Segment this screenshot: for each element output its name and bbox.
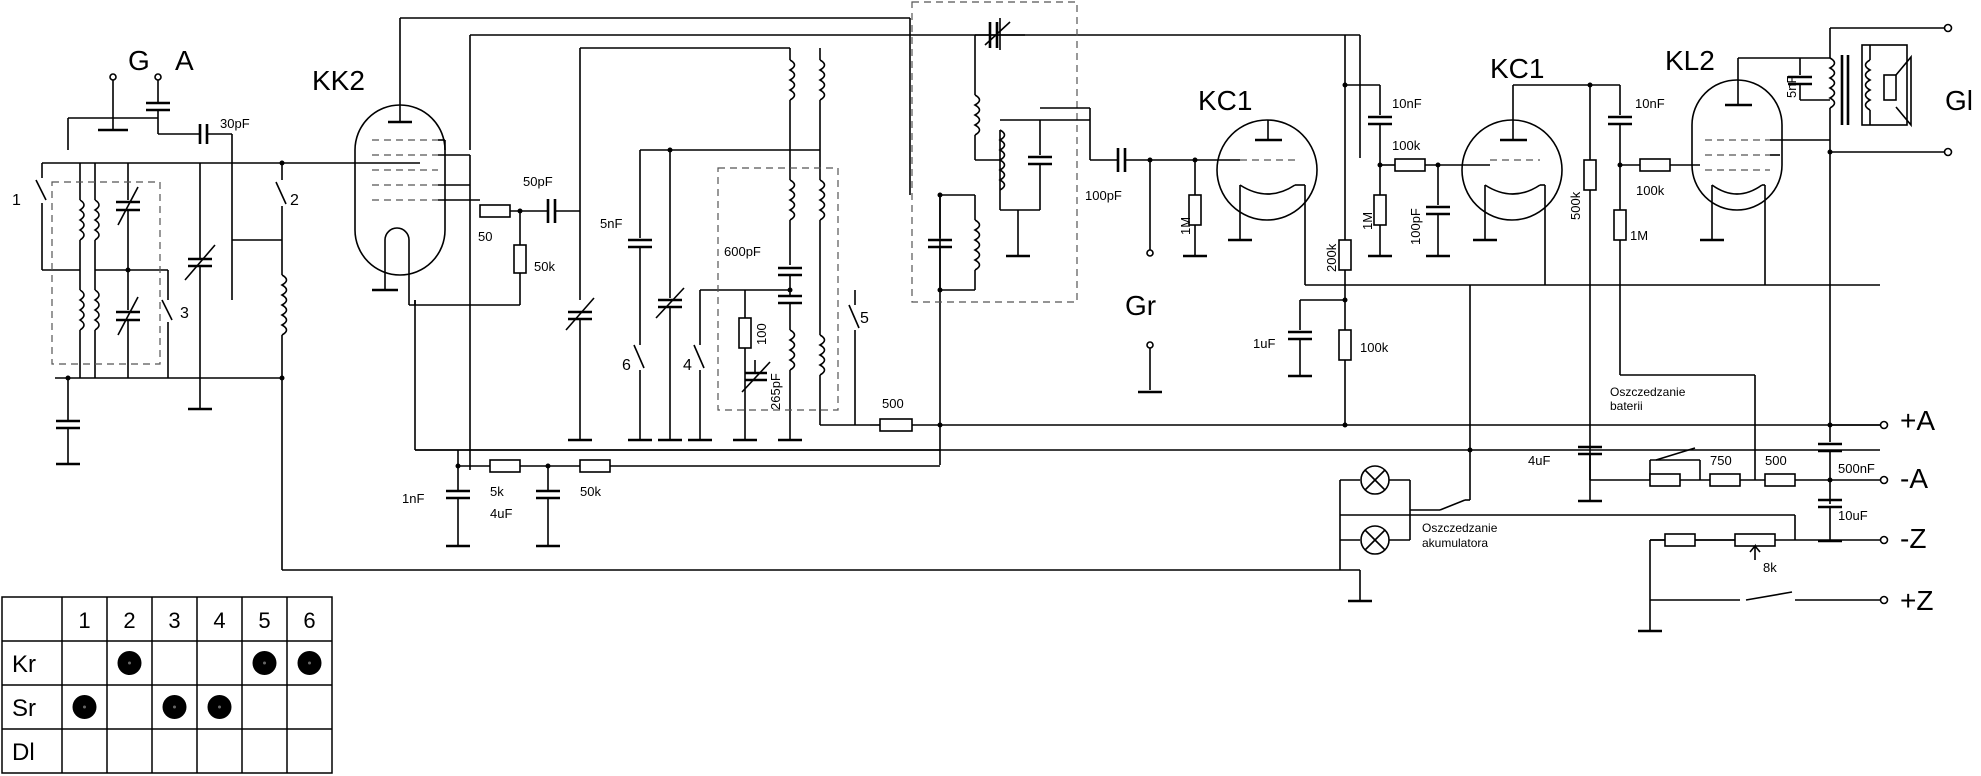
label-sw6: 6 — [622, 357, 631, 374]
table-column-header: 4 — [213, 608, 225, 633]
label-plus-a: +A — [1900, 405, 1935, 436]
label-kl2: KL2 — [1665, 45, 1715, 76]
label-8k: 8k — [1763, 560, 1777, 575]
label-4uf-bias: 4uF — [490, 506, 512, 521]
label-sw2: 2 — [290, 192, 299, 209]
label-100pf-coupling: 100pF — [1085, 188, 1122, 203]
note-accumulator-line1: Oszczedzanie — [1422, 521, 1498, 535]
label-10nf-b: 10nF — [1635, 96, 1665, 111]
label-gl: Gl — [1945, 85, 1973, 116]
label-gr: Gr — [1125, 290, 1156, 321]
note-battery-line1: Oszczedzanie — [1610, 385, 1686, 399]
label-sw4: 4 — [683, 357, 692, 374]
label-265pf: 265pF — [768, 373, 783, 410]
note-accumulator-line2: akumulatora — [1422, 536, 1488, 550]
label-100k-a: 100k — [1392, 138, 1421, 153]
label-1uf: 1uF — [1253, 336, 1275, 351]
label-r100: 100 — [754, 323, 769, 345]
kc1-detector — [1090, 35, 1880, 428]
label-sw3: 3 — [180, 305, 189, 322]
label-5nf: 5nF — [600, 216, 622, 231]
switch-marker-center — [218, 705, 221, 709]
label-5k: 5k — [490, 484, 504, 499]
label-a: A — [175, 45, 194, 76]
label-10uf: 10uF — [1838, 508, 1868, 523]
label-50: 50 — [478, 229, 492, 244]
note-battery-line2: baterii — [1610, 399, 1643, 413]
label-4uf-psu: 4uF — [1528, 453, 1550, 468]
table-row-label: Sr — [12, 695, 36, 722]
label-g: G — [128, 45, 150, 76]
label-1m-c: 1M — [1630, 228, 1648, 243]
label-5nf-b: 5nF — [1784, 76, 1799, 98]
kc1-coupling — [1368, 158, 1490, 258]
table-column-header: 2 — [123, 608, 135, 633]
switch-marker-center — [128, 661, 131, 665]
component-labels: G A KK2 KC1 KC1 KL2 Gl Gr +A -A -Z +Z 1 … — [12, 45, 1973, 616]
label-500-psu: 500 — [1765, 453, 1787, 468]
table-row-label: Dl — [12, 739, 35, 766]
label-100pf-b: 100pF — [1408, 208, 1423, 245]
label-500-osc: 500 — [882, 396, 904, 411]
label-minus-z: -Z — [1900, 523, 1926, 554]
label-200k: 200k — [1324, 243, 1339, 272]
label-750: 750 — [1710, 453, 1732, 468]
table-column-header: 3 — [168, 608, 180, 633]
label-sw5: 5 — [860, 310, 869, 327]
label-30pf: 30pF — [220, 116, 250, 131]
label-10nf-a: 10nF — [1392, 96, 1422, 111]
switch-marker-center — [83, 705, 86, 709]
label-1m-b: 1M — [1360, 212, 1375, 230]
label-50k-bias: 50k — [580, 484, 601, 499]
if-transformer — [911, 1, 1091, 303]
label-500k: 500k — [1568, 191, 1583, 220]
table-column-header: 6 — [303, 608, 315, 633]
label-1nf: 1nF — [402, 491, 424, 506]
label-kc1-amplifier: KC1 — [1490, 53, 1544, 84]
kk2-grid-network — [414, 47, 940, 451]
label-1m-a: 1M — [1178, 217, 1193, 235]
table-column-header: 1 — [78, 608, 90, 633]
label-kk2: KK2 — [312, 65, 365, 96]
bias-network — [446, 450, 940, 548]
label-minus-a: -A — [1900, 463, 1928, 494]
label-100k-c: 100k — [1360, 340, 1389, 355]
kl2-tube — [1691, 23, 1953, 425]
power-rails — [415, 285, 1889, 633]
kc1-amplifier — [1461, 82, 1756, 480]
label-50pf: 50pF — [523, 174, 553, 189]
kk2-tube — [354, 17, 1361, 470]
label-500nf: 500nF — [1838, 461, 1875, 476]
label-100k-b: 100k — [1636, 183, 1665, 198]
switch-marker-center — [308, 661, 311, 665]
table-row-label: Kr — [12, 651, 36, 678]
label-plus-z: +Z — [1900, 585, 1933, 616]
label-600pf: 600pF — [724, 244, 761, 259]
label-50k-grid: 50k — [534, 259, 555, 274]
label-kc1-detector: KC1 — [1198, 85, 1252, 116]
switch-marker-center — [263, 661, 266, 665]
table-column-header: 5 — [258, 608, 270, 633]
oscillator-section — [565, 48, 1880, 465]
switch-marker-center — [173, 705, 176, 709]
input-section — [35, 73, 1360, 571]
label-sw1: 1 — [12, 192, 21, 209]
